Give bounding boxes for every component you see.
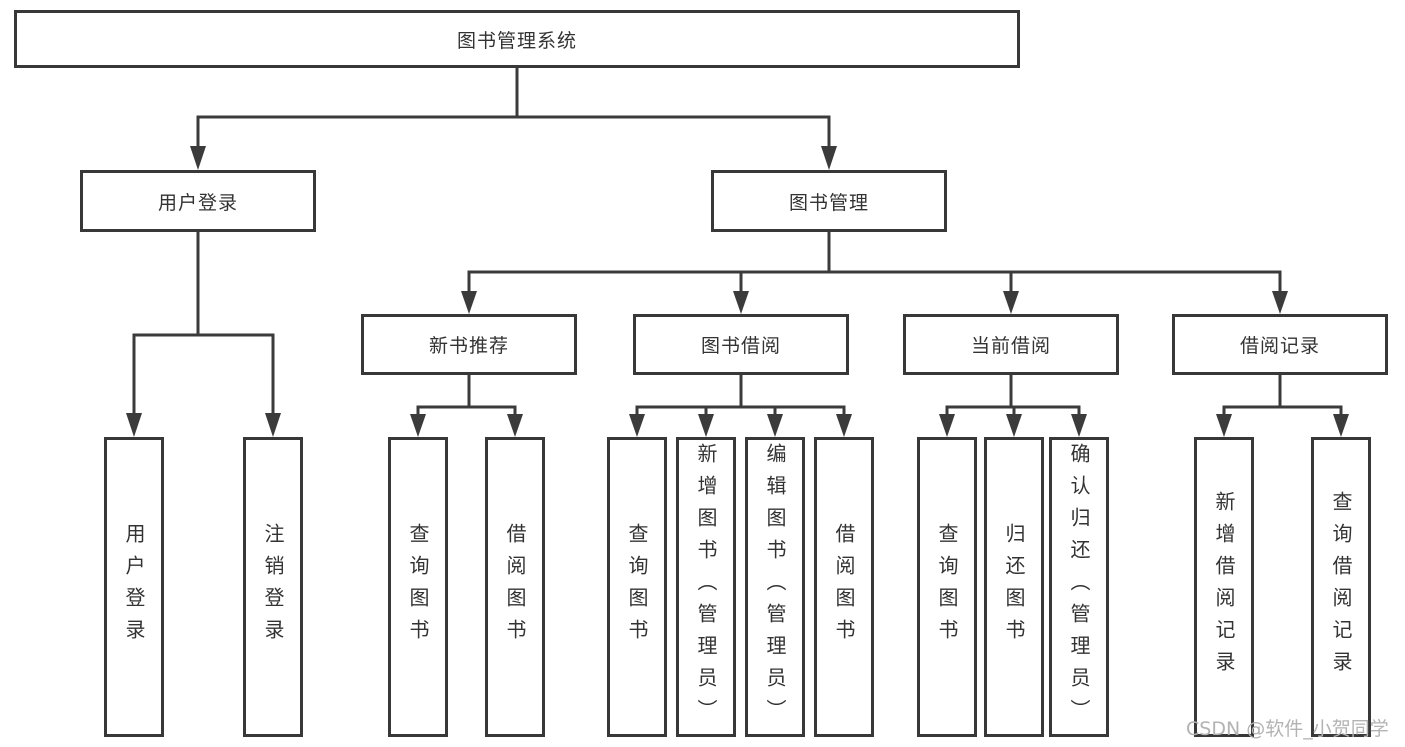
watermark: CSDN @软件_小贺同学 (1186, 718, 1389, 740)
leaf-borrow-books-borrowing: 借阅图书 (814, 437, 874, 737)
node-new-book-recommend: 新书推荐 (361, 314, 577, 375)
connector-book-management (461, 230, 1288, 314)
connector-new-book-recommend (410, 373, 523, 437)
node-borrowing-records: 借阅记录 (1172, 314, 1388, 375)
node-user-login: 用户登录 (80, 170, 316, 232)
leaf-add-books-admin: 新增图书（管理员） (676, 437, 736, 737)
node-book-management: 图书管理 (711, 170, 947, 232)
leaf-return-books: 归还图书 (984, 437, 1044, 737)
leaf-edit-books-admin: 编辑图书（管理员） (745, 437, 805, 737)
node-current-borrowing: 当前借阅 (903, 314, 1119, 375)
leaf-logout: 注销登录 (243, 437, 303, 737)
leaf-add-borrow-record: 新增借阅记录 (1194, 437, 1254, 737)
node-book-borrowing: 图书借阅 (633, 314, 849, 375)
leaf-query-borrow-record: 查询借阅记录 (1311, 437, 1371, 737)
connector-current-borrowing (939, 373, 1087, 437)
connector-borrowing-records (1216, 373, 1349, 437)
connector-root (190, 66, 837, 170)
leaf-user-login: 用户登录 (104, 437, 164, 737)
leaf-borrow-books-recommend: 借阅图书 (485, 437, 545, 737)
connector-user-login (126, 230, 281, 437)
node-root: 图书管理系统 (14, 10, 1020, 68)
connector-book-borrowing (629, 373, 852, 437)
leaf-query-books-recommend: 查询图书 (388, 437, 448, 737)
leaf-query-books-current: 查询图书 (917, 437, 977, 737)
leaf-query-books-borrowing: 查询图书 (607, 437, 667, 737)
leaf-confirm-return-admin: 确认归还（管理员） (1049, 437, 1109, 737)
